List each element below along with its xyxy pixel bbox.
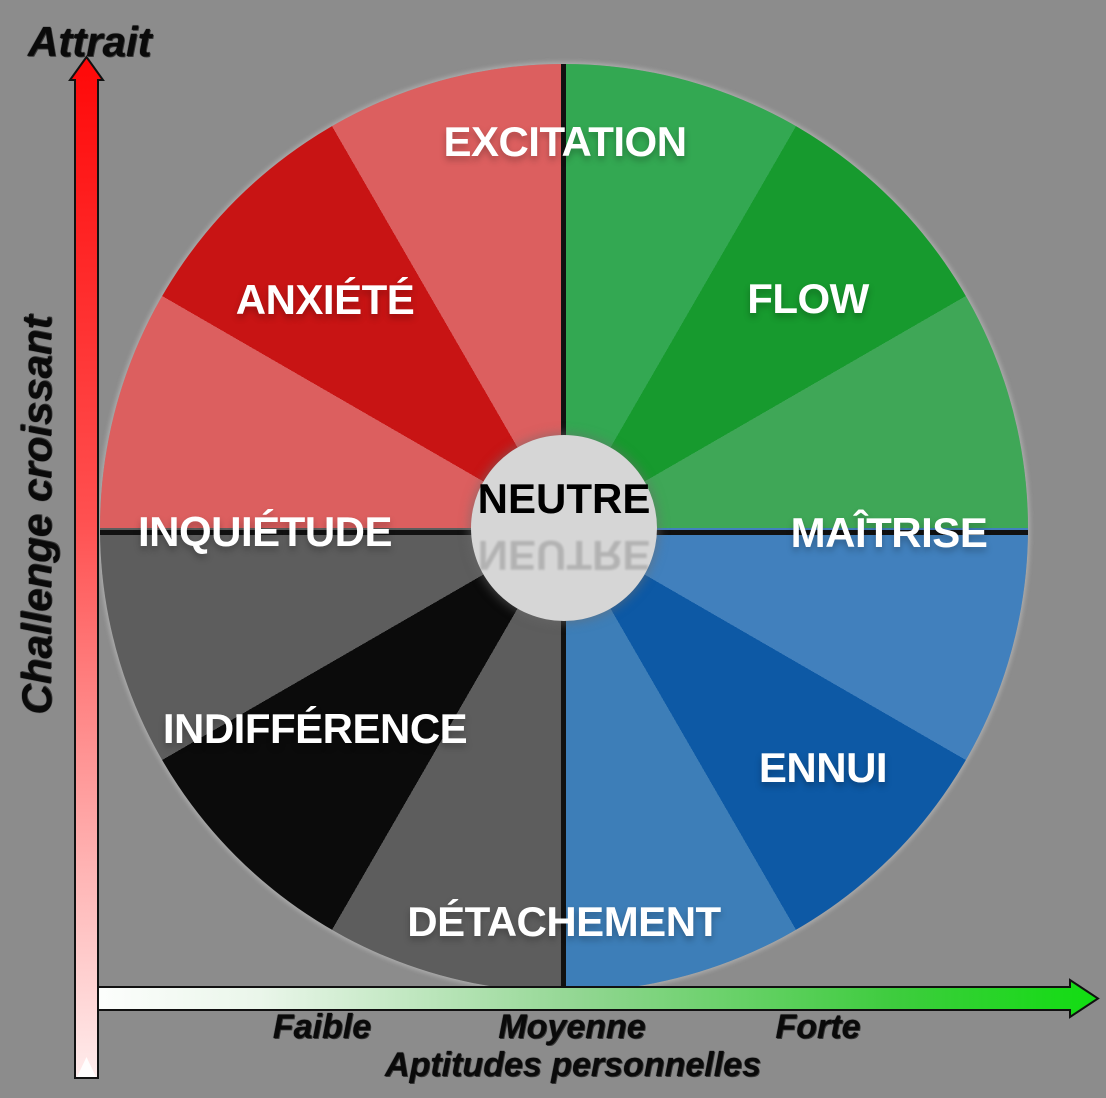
- wedge-label-excitation: EXCITATION: [443, 118, 687, 165]
- x-axis-label: Aptitudes personnelles: [385, 1046, 761, 1084]
- y-axis-label: Challenge croissant: [13, 315, 60, 715]
- wedge-label-inquietude: INQUIÉTUDE: [137, 508, 393, 555]
- center-label-reflection: NEUTRE: [477, 532, 651, 579]
- wedge-label-indifference: INDIFFÉRENCE: [162, 705, 468, 752]
- y-axis-arrow: [68, 55, 105, 1079]
- wedge-label-detachement: DÉTACHEMENT: [407, 898, 721, 945]
- center-label: NEUTRE: [477, 475, 651, 522]
- wedge-label-ennui: ENNUI: [758, 744, 888, 791]
- wedge-label-flow: FLOW: [747, 275, 869, 322]
- wedge-label-maitrise: MAÎTRISE: [790, 509, 988, 556]
- y-axis-arrow-end-bevel: [77, 1057, 96, 1077]
- center-circle: NEUTRE NEUTRE: [471, 435, 657, 621]
- x-tick-forte: Forte: [775, 1008, 861, 1046]
- x-tick-faible: Faible: [272, 1008, 372, 1046]
- x-tick-moyenne: Moyenne: [498, 1008, 646, 1046]
- y-axis-top-label: Attrait: [28, 18, 152, 65]
- wedge-label-anxiete: ANXIÉTÉ: [235, 276, 415, 323]
